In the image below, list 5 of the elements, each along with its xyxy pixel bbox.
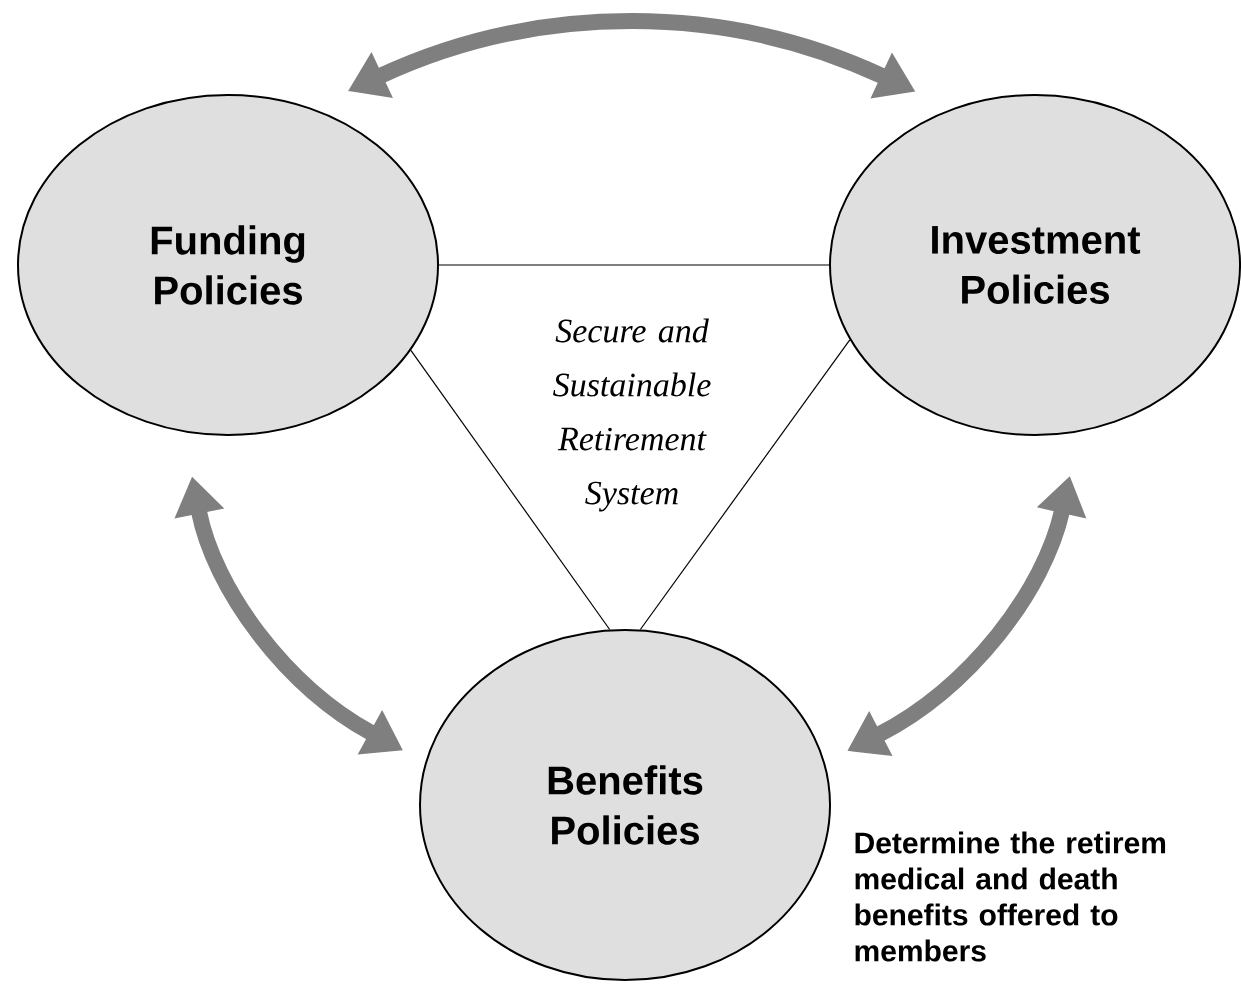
center-text: Secure and Sustainable Retirement System (553, 318, 711, 512)
description-text: Determine the retirem medical and death benefits offered to members (855, 831, 1166, 962)
connector-line (438, 264, 830, 266)
connector-line (639, 339, 851, 631)
connector-line (410, 349, 611, 631)
